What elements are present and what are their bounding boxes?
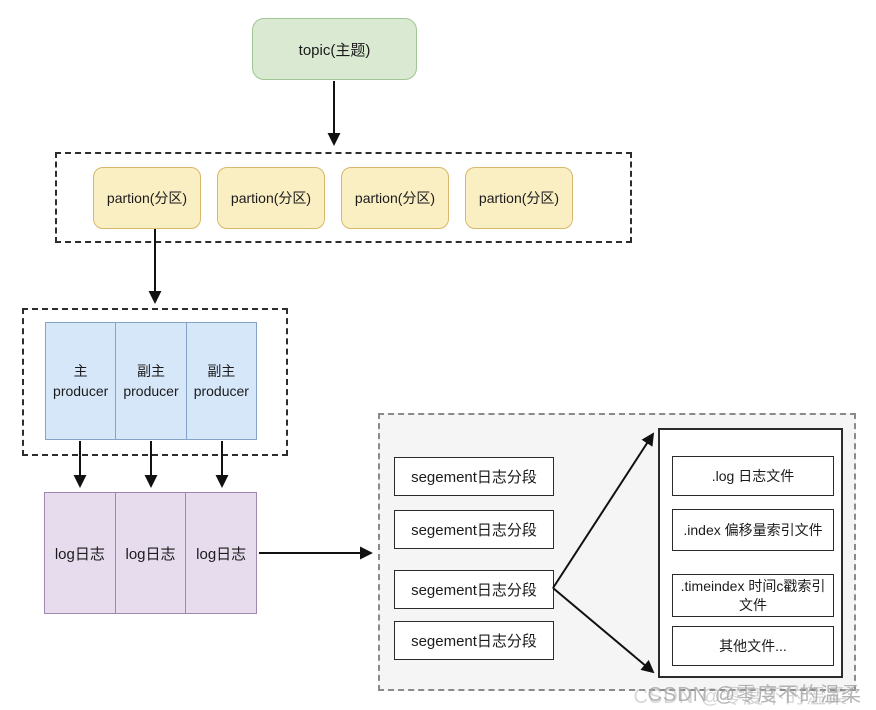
log-group: log日志 log日志 log日志 <box>44 492 257 614</box>
producer-name: producer <box>53 383 109 399</box>
file-label: .timeindex 时间c戳索引文件 <box>680 577 826 613</box>
log-node: log日志 <box>45 493 116 613</box>
segment-label: segement日志分段 <box>411 582 537 599</box>
partition-node: partion(分区) <box>465 166 573 229</box>
partition-container: partion(分区) partion(分区) partion(分区) part… <box>55 152 632 243</box>
segment-label: segement日志分段 <box>411 633 537 650</box>
producer-group: 主 producer 副主 producer 副主 producer <box>45 322 257 440</box>
producer-role: 主 <box>73 362 88 379</box>
log-label: log日志 <box>54 545 105 563</box>
segment-label: segement日志分段 <box>411 469 537 486</box>
file-node-index: .index 偏移量索引文件 <box>672 509 834 551</box>
segment-node: segement日志分段 <box>394 457 554 496</box>
file-node-other: 其他文件... <box>672 626 834 666</box>
log-label: log日志 <box>125 545 176 563</box>
producer-role: 副主 <box>207 362 236 379</box>
producer-node-follower: 副主 producer <box>116 323 187 439</box>
file-label: 其他文件... <box>719 637 787 654</box>
producer-container <box>22 308 288 456</box>
producer-name: producer <box>123 383 179 399</box>
partition-label: partion(分区) <box>354 189 436 206</box>
file-node-log: .log 日志文件 <box>672 456 834 496</box>
partition-label: partion(分区) <box>106 189 188 206</box>
topic-node: topic(主题) <box>252 18 417 80</box>
partition-label: partion(分区) <box>478 189 560 206</box>
log-node: log日志 <box>186 493 256 613</box>
partition-node: partion(分区) <box>217 166 325 229</box>
watermark: CSDN @零度不的温柔 <box>647 684 862 706</box>
partition-node: partion(分区) <box>93 166 201 229</box>
file-node-timeindex: .timeindex 时间c戳索引文件 <box>672 574 834 617</box>
log-label: log日志 <box>196 545 247 563</box>
topic-label: topic(主题) <box>298 41 371 59</box>
segment-node: segement日志分段 <box>394 510 554 549</box>
partition-label: partion(分区) <box>230 189 312 206</box>
producer-role: 副主 <box>136 362 165 379</box>
file-label: .index 偏移量索引文件 <box>683 521 823 538</box>
producer-name: producer <box>193 383 249 399</box>
log-node: log日志 <box>116 493 187 613</box>
segment-label: segement日志分段 <box>411 522 537 539</box>
file-list-box: .log 日志文件 .index 偏移量索引文件 .timeindex 时间c戳… <box>658 428 843 678</box>
segment-node: segement日志分段 <box>394 570 554 609</box>
file-label: .log 日志文件 <box>711 467 795 484</box>
producer-node-follower: 副主 producer <box>187 323 256 439</box>
producer-node-leader: 主 producer <box>46 323 117 439</box>
watermark-echo: CSDN @零度不的温柔 <box>633 686 848 708</box>
partition-node: partion(分区) <box>341 166 449 229</box>
segment-node: segement日志分段 <box>394 621 554 660</box>
